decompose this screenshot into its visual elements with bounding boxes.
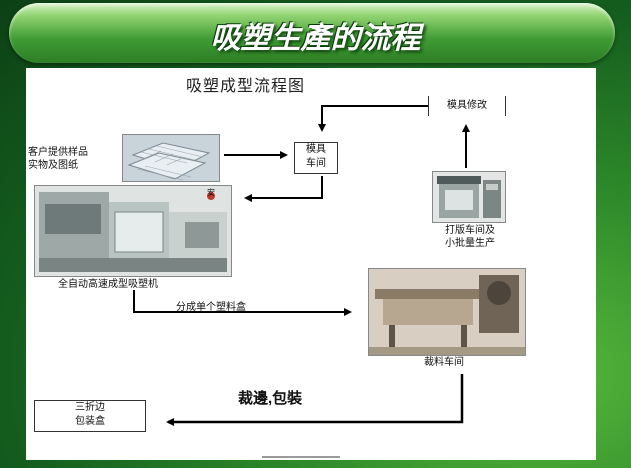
cutting-workshop-label: 裁料车间 [424, 357, 464, 368]
cutting-machine-photo [368, 268, 526, 356]
forming-machine-photo: 安 [34, 185, 232, 277]
arrow-machine-to-cutting [133, 290, 352, 316]
cutting-machine-image [369, 269, 525, 355]
mold-workshop-box: 模具 车间 [294, 142, 338, 174]
mold-repair-box: 模具修改 [428, 96, 506, 116]
forming-machine-image [35, 186, 231, 276]
arrow-repair-to-mold [318, 105, 428, 132]
proof-workshop-label: 打版车间及 小批量生产 [445, 225, 495, 249]
flowchart-panel: 吸塑成型流程图 客户提供样品 实物及图纸 模具 车间 模具修改 [26, 68, 596, 460]
customer-samples-label: 客户提供样品 实物及图纸 [28, 147, 88, 171]
slide-footer-line [262, 456, 340, 458]
arrow-cutting-to-package [166, 374, 464, 426]
slide-title: 吸塑生產的流程 [210, 21, 421, 56]
proof-machine-image [433, 172, 505, 222]
auto-machine-label: 全自动高速成型吸塑机 [58, 279, 158, 290]
fold-package-box: 三折边 包装盒 [34, 400, 146, 432]
proof-machine-photo [432, 171, 506, 223]
arrow-mold-to-machine [244, 176, 323, 202]
title-banner [9, 3, 615, 63]
machine-sign-text: 安 [207, 188, 215, 197]
trim-pack-label: 裁邊,包裝 [238, 390, 303, 407]
flow-arrows [133, 105, 470, 426]
tray-grid-image [123, 135, 219, 181]
sample-tray-photo [122, 134, 220, 182]
split-boxes-label: 分成单个塑料盒 [176, 302, 246, 313]
diagram-title: 吸塑成型流程图 [186, 76, 306, 95]
